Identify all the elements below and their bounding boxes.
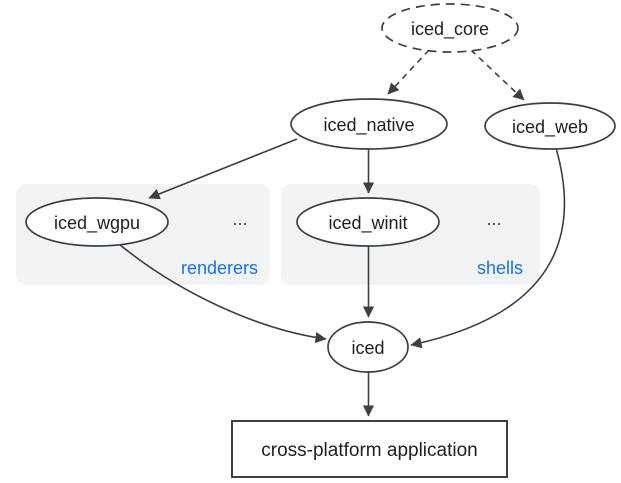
iced-ellipse xyxy=(327,321,409,373)
node-iced-web: iced_web xyxy=(484,102,616,150)
application-label: cross-platform application xyxy=(261,440,477,461)
edge-iced-core-to-iced-web xyxy=(470,49,525,101)
node-application: cross-platform application xyxy=(231,420,508,478)
renderers-group-label: renderers xyxy=(181,258,258,278)
iced-core-ellipse xyxy=(381,3,519,53)
edge-iced-web-to-iced xyxy=(410,147,566,349)
application-rect xyxy=(231,420,508,478)
node-iced-core: iced_core xyxy=(381,3,519,53)
edge-iced-wgpu-to-iced xyxy=(118,243,327,344)
iced-label: iced xyxy=(351,338,384,358)
node-iced-winit: iced_winit xyxy=(296,197,440,247)
node-iced-native: iced_native xyxy=(290,98,448,150)
shells-ellipsis: ... xyxy=(486,209,501,229)
iced-core-label: iced_core xyxy=(411,19,489,40)
iced-native-label: iced_native xyxy=(323,115,414,136)
renderers-ellipsis: ... xyxy=(232,209,247,229)
iced-web-label: iced_web xyxy=(512,117,588,138)
iced-winit-ellipse xyxy=(296,197,440,247)
edge-iced-native-to-iced-wgpu xyxy=(148,138,298,200)
node-iced: iced xyxy=(327,321,409,373)
shells-group-label: shells xyxy=(477,258,523,278)
node-iced-wgpu: iced_wgpu xyxy=(25,197,169,247)
iced-wgpu-label: iced_wgpu xyxy=(54,213,140,234)
iced-wgpu-ellipse xyxy=(25,197,169,247)
iced-native-ellipse xyxy=(290,98,448,150)
iced-web-ellipse xyxy=(484,102,616,150)
iced-winit-label: iced_winit xyxy=(328,213,407,234)
edge-iced-core-to-iced-native xyxy=(387,49,430,95)
